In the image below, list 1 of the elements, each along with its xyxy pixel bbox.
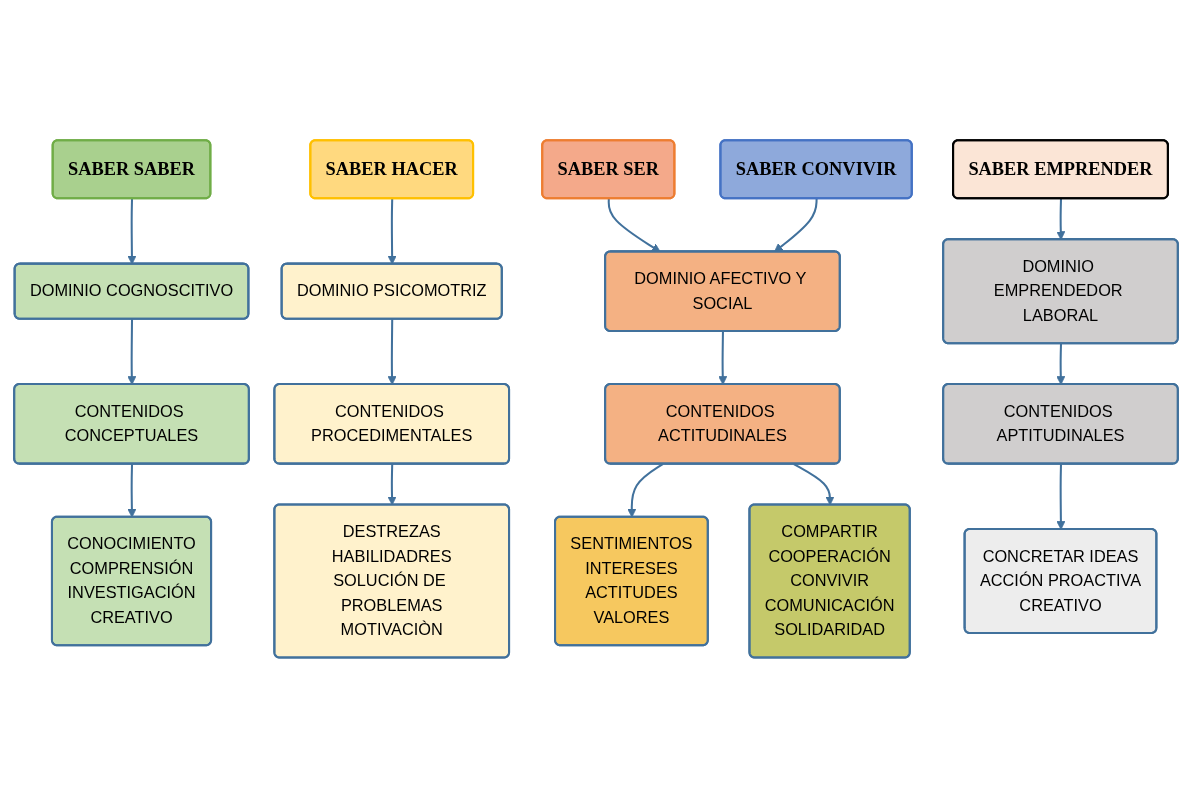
arrow (1056, 464, 1066, 530)
